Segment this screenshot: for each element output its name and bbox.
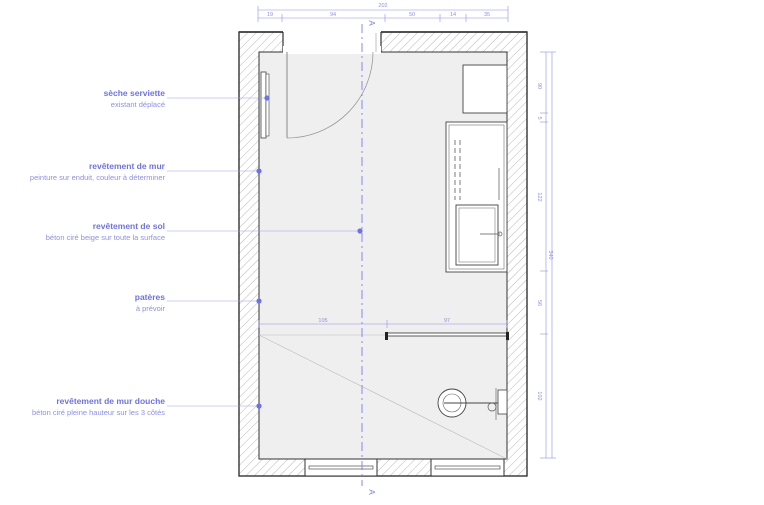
dim-internal-1: 105 [318, 318, 327, 324]
vanity [445, 121, 508, 273]
leaders [167, 95, 363, 409]
windows [304, 458, 505, 477]
dim-top-4: 14 [450, 12, 456, 18]
marker-dot [256, 298, 262, 304]
annotation-title-shower-wall: revêtement de mur douche [56, 396, 165, 406]
dim-right-4: 56 [536, 300, 542, 306]
section-marker-bottom: A [367, 489, 376, 495]
shower-slope-line [258, 334, 508, 460]
dim-top-3: 50 [409, 12, 415, 18]
marker-dot [256, 168, 262, 174]
sink [455, 204, 499, 266]
dim-right-2: 5 [536, 116, 542, 119]
dim-top-total: 202 [378, 3, 387, 9]
dim-right-total: 340 [547, 250, 553, 259]
dim-top-2: 94 [330, 12, 336, 18]
door [286, 33, 377, 139]
section-marker-top: A [367, 20, 376, 26]
dim-right-3: 122 [536, 192, 542, 201]
marker-dot [357, 228, 363, 234]
door-threshold [283, 46, 381, 54]
dim-right-1: 90 [536, 83, 542, 89]
annotation-title-floor-finish: revêtement de sol [92, 221, 165, 231]
annotation-sub-shower-wall: béton ciré pleine hauteur sur les 3 côté… [32, 408, 165, 417]
annotation-sub-floor-finish: béton ciré beige sur toute la surface [45, 233, 165, 242]
shower-fittings [437, 388, 508, 420]
dimension-labels: 202 19 94 50 14 35 105 97 90 5 122 56 10… [267, 3, 553, 401]
annotation-sub-towel-radiator: existant déplacé [110, 100, 165, 109]
dim-top-5: 35 [484, 12, 490, 18]
glass-partition [386, 332, 508, 337]
annotation-title-hooks: patères [134, 292, 165, 302]
annotation-sub-hooks: à prévoir [135, 304, 165, 313]
marker-dot [264, 95, 270, 101]
dim-internal-2: 97 [444, 318, 450, 324]
dim-right-5: 102 [536, 391, 542, 400]
shower-mixer [497, 389, 508, 415]
annotation-title-wall-finish: revêtement de mur [88, 161, 165, 171]
partition-post [385, 332, 388, 340]
storage-cabinet [462, 64, 508, 114]
dimension-lines [257, 6, 556, 459]
dim-top-1: 19 [267, 12, 273, 18]
window-right [430, 458, 505, 477]
annotation-title-towel-radiator: sèche serviette [103, 88, 165, 98]
window-left [304, 458, 378, 477]
towel-radiator [260, 71, 270, 139]
marker-dot [256, 403, 262, 409]
annotation-sub-wall-finish: peinture sur enduit, couleur à détermine… [29, 173, 165, 182]
